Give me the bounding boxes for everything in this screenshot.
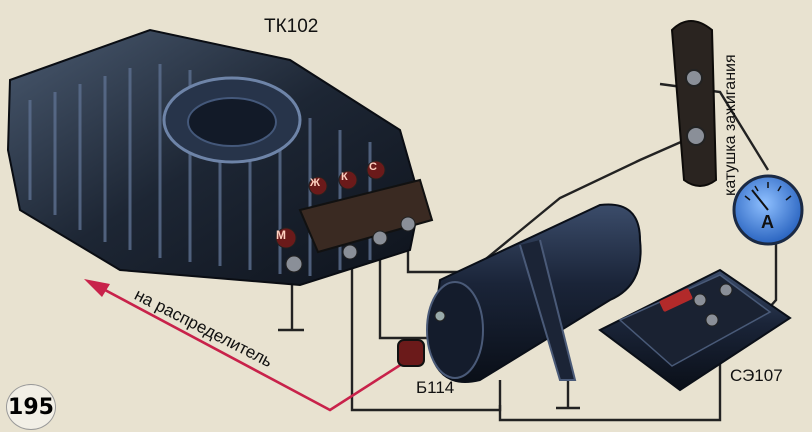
terminal-zh-dot [308,176,328,196]
tk102-label: ТК102 [264,16,319,37]
wire-tk-to-coil [350,258,502,412]
ignition-switch-bracket [670,20,718,187]
wire-to-distributor [89,280,406,412]
tk102-terminal-block [298,178,434,254]
coil-high-voltage-terminal [397,339,425,367]
wiring [278,82,778,422]
distributor-arrow-head [84,279,110,297]
ammeter-letter: А [761,212,774,232]
terminal-c-dot [366,160,386,180]
ammeter [732,174,804,246]
figure-number-badge: 195 [6,384,56,430]
terminal-mark-zh: Ж [310,177,320,189]
terminal-m-dot [275,227,297,249]
terminal-mark-m: М [276,228,286,242]
wire-resistor-bottom [498,360,722,422]
wire-tk-to-ignition-switch [406,136,691,274]
terminal-k-dot [338,170,358,190]
resistor-se107 [598,268,792,392]
tk102-unit [6,28,434,287]
terminal-mark-c: С [369,161,377,173]
b114-label: Б114 [416,378,455,397]
wire-coil-ground [556,360,580,410]
se107-label: СЭ107 [730,366,783,385]
ignition-coil-vertical-label: катушка зажигания [722,54,739,196]
terminal-mark-k: К [341,171,348,183]
wire-ground-tk [278,268,304,332]
ignition-coil-b114 [397,203,642,383]
